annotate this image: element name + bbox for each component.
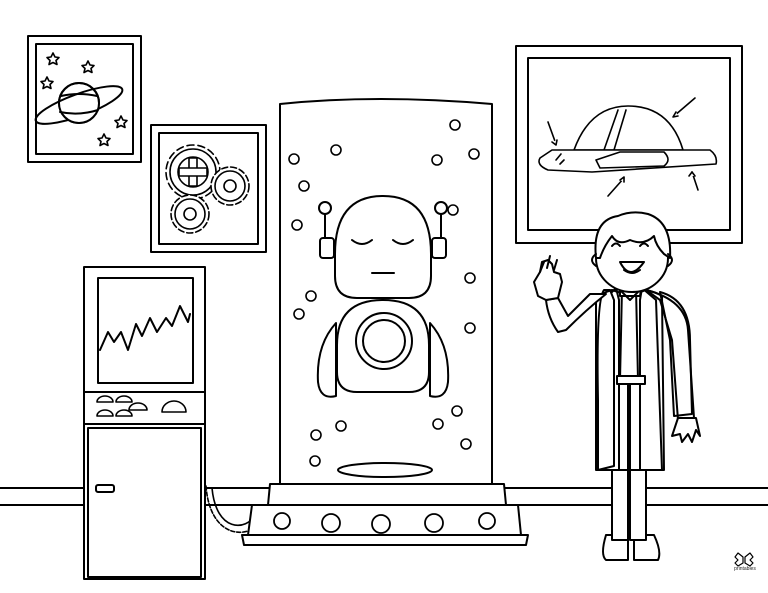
butterfly-logo-icon [734, 552, 754, 567]
bubbles [288, 119, 480, 467]
robot-icon [316, 195, 450, 398]
star-icons [40, 52, 128, 147]
spaceship-icon [538, 97, 718, 197]
computer-console [83, 266, 206, 580]
planet-poster [27, 35, 142, 163]
gears-poster [150, 124, 267, 253]
watermark-text: printables [734, 566, 756, 572]
pod-lights [273, 512, 496, 534]
scientist-icon [533, 211, 701, 561]
spaceship-poster [515, 45, 743, 244]
gears-icon [165, 144, 250, 234]
robot-pod [241, 98, 529, 546]
console-buttons [96, 395, 187, 417]
planet-icon [34, 82, 124, 125]
